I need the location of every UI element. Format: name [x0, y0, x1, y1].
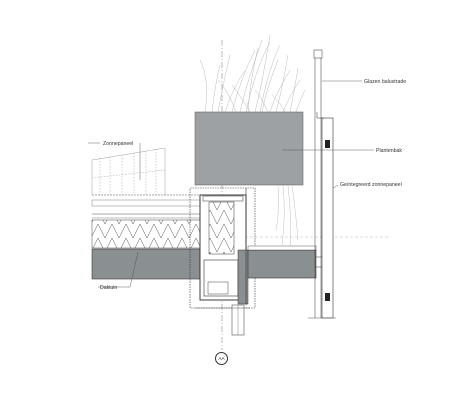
- plants-icon: [199, 34, 306, 113]
- roof-slab: [91, 248, 219, 280]
- panel-top-detail: [316, 112, 324, 119]
- hanging-plants-icon: [275, 184, 299, 251]
- roof-gravel-layer: [91, 199, 201, 207]
- solar-panel-icon: [91, 147, 166, 195]
- leader-lines: [88, 80, 374, 288]
- balustrade-post-top: [313, 49, 323, 59]
- panel-clamp-bottom: [325, 293, 330, 301]
- label-planter: Plantenbak: [376, 148, 402, 154]
- parapet-cap: [202, 195, 244, 202]
- panel-clamp-top: [325, 140, 330, 148]
- planter-box: [194, 111, 304, 186]
- parapet-insulation: [208, 201, 235, 255]
- label-glass-balustrade: Glazen balustrade: [364, 79, 407, 85]
- parapet-inner-frame: [203, 259, 239, 297]
- roof-insulation: [91, 219, 209, 249]
- label-integrated-panel: Geïntegreerd zonnepaneel: [340, 182, 402, 188]
- column-slab: [237, 249, 249, 305]
- parapet-bracket: [207, 281, 229, 295]
- balcony-slab: [247, 249, 317, 279]
- label-roof-edge: Dakluin: [100, 285, 118, 291]
- section-mark: AA: [215, 352, 228, 365]
- label-solar-panel: Zonnepaneel: [103, 141, 134, 147]
- balcony-edge: [247, 245, 317, 251]
